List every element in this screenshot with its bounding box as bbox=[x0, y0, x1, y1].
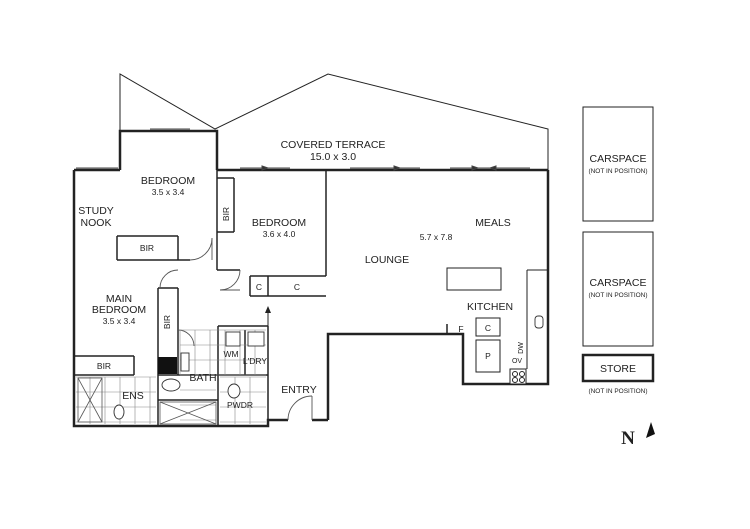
entry-arrow bbox=[265, 306, 271, 326]
covered-terrace-size: 15.0 x 3.0 bbox=[310, 151, 356, 163]
main-bedroom-label-1: MAIN bbox=[106, 293, 132, 305]
pantry-label: P bbox=[485, 351, 491, 361]
cupboard-label-1: C bbox=[256, 282, 262, 292]
door-swings bbox=[159, 237, 313, 421]
bir-bedroom-2: BIR bbox=[221, 207, 231, 221]
bedroom-2-label: BEDROOM bbox=[252, 217, 306, 229]
washing-machine-label: WM bbox=[223, 349, 238, 359]
sanitary-fixtures bbox=[113, 315, 544, 420]
terrace-sliding-doors bbox=[76, 128, 530, 171]
lounge-size: 5.7 x 7.8 bbox=[420, 232, 453, 242]
compass-north-label: N bbox=[621, 428, 635, 449]
store-label: STORE bbox=[600, 363, 636, 375]
carspace-1-label: CARSPACE bbox=[590, 153, 647, 165]
kitchen-label: KITCHEN bbox=[467, 301, 513, 313]
covered-terrace-label: COVERED TERRACE bbox=[281, 139, 386, 151]
bir-hall: BIR bbox=[162, 315, 172, 329]
bir-main-bedroom: BIR bbox=[97, 361, 111, 371]
compass: N bbox=[621, 422, 655, 449]
bedroom-1-label: BEDROOM bbox=[141, 175, 195, 187]
main-bedroom-size: 3.5 x 3.4 bbox=[103, 316, 136, 326]
service-duct bbox=[158, 357, 177, 374]
lounge-label: LOUNGE bbox=[365, 254, 409, 266]
dishwasher-label: DW bbox=[518, 342, 525, 354]
entry-label: ENTRY bbox=[281, 384, 316, 396]
ens-label: ENS bbox=[122, 390, 144, 402]
showers bbox=[77, 377, 217, 425]
store-outline bbox=[581, 353, 655, 383]
cupboard-label-2: C bbox=[294, 282, 300, 292]
carspace-1-outline bbox=[582, 106, 654, 222]
meals-label: MEALS bbox=[475, 217, 511, 229]
bedroom-1-size: 3.5 x 3.4 bbox=[152, 187, 185, 197]
carspace-2-outline bbox=[582, 231, 654, 347]
compass-arrow-icon bbox=[646, 422, 655, 438]
main-bedroom-label-2: BEDROOM bbox=[92, 304, 146, 316]
study-nook-label-2: NOOK bbox=[81, 217, 112, 229]
covered-terrace-outline bbox=[119, 73, 549, 170]
store-note: (NOT IN POSITION) bbox=[588, 388, 647, 395]
bath-label: BATH bbox=[189, 372, 216, 384]
kitchen-fixtures bbox=[446, 267, 548, 385]
laundry-label: L'DRY bbox=[243, 356, 267, 366]
fridge-label: F bbox=[458, 324, 463, 334]
bedroom-2-size: 3.6 x 4.0 bbox=[263, 229, 296, 239]
carspace-2-label: CARSPACE bbox=[590, 277, 647, 289]
bir-bedroom-1: BIR bbox=[140, 243, 154, 253]
cupboard-label-kitchen: C bbox=[485, 323, 491, 333]
carspace-1-note: (NOT IN POSITION) bbox=[588, 168, 647, 175]
pwdr-label: PWDR bbox=[227, 400, 253, 410]
carspace-2-note: (NOT IN POSITION) bbox=[588, 292, 647, 299]
oven-label: OV bbox=[512, 358, 522, 365]
study-nook-label-1: STUDY bbox=[78, 205, 114, 217]
